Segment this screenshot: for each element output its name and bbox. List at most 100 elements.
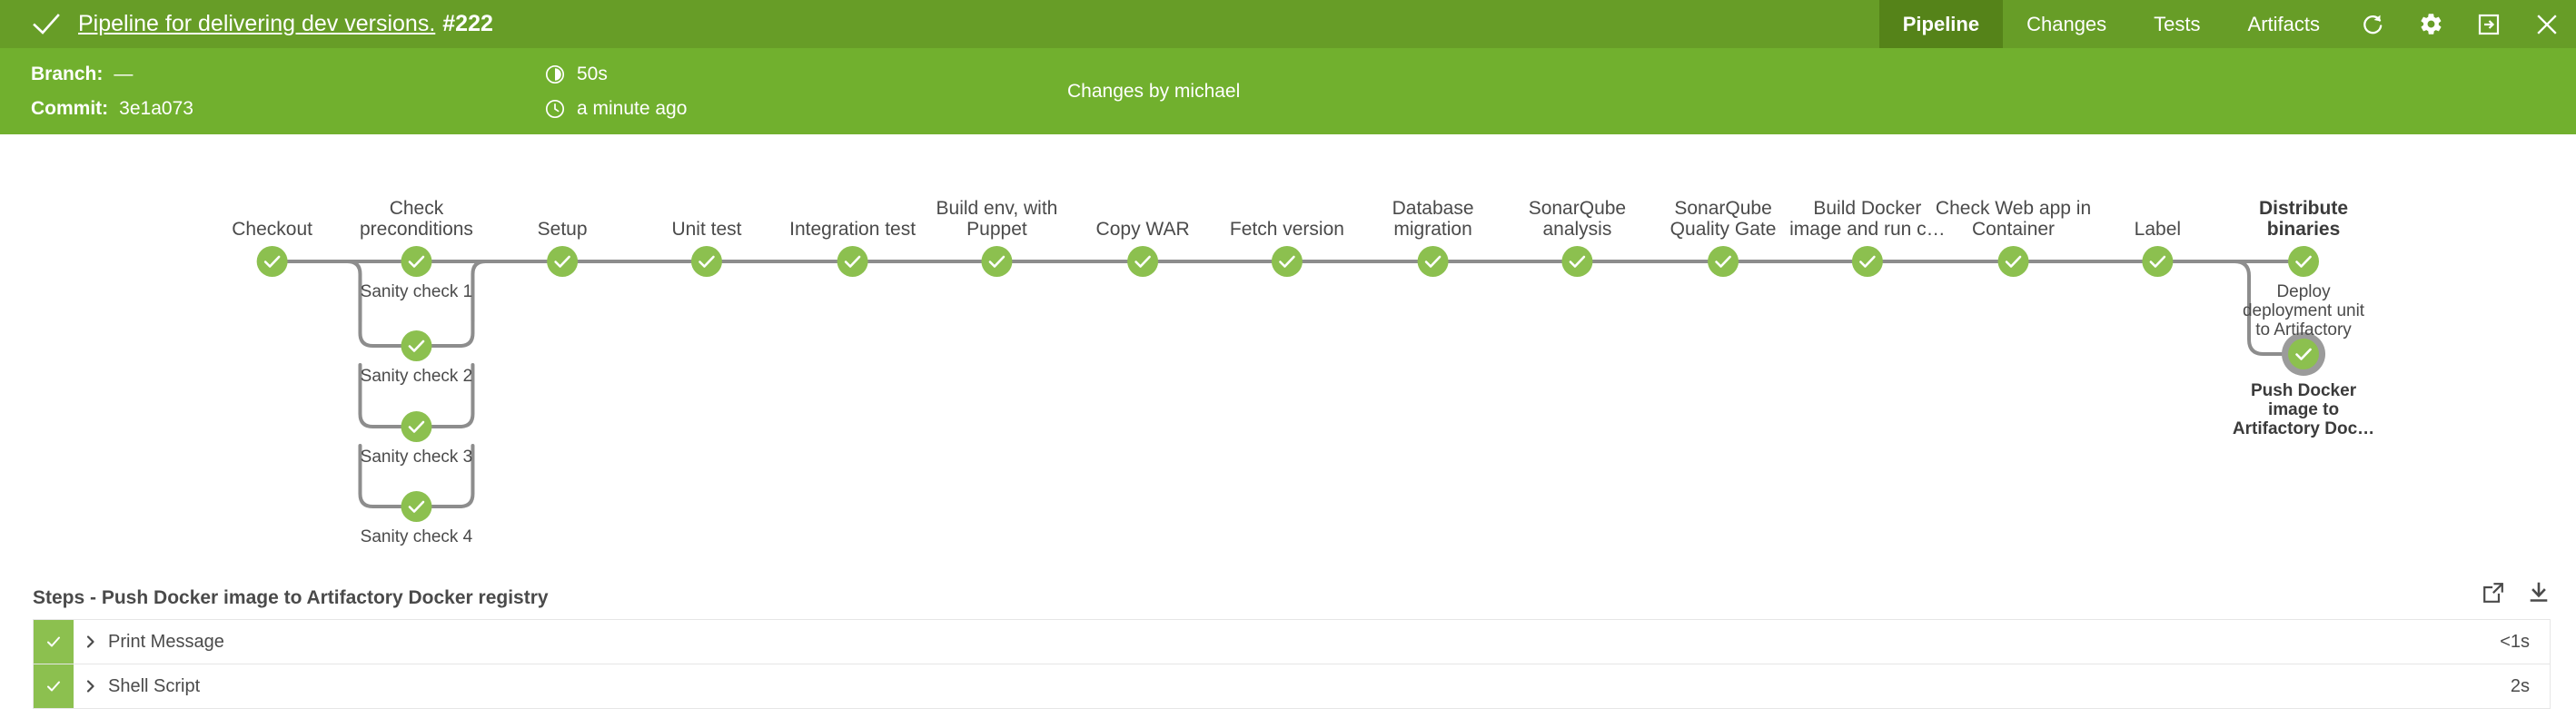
step-duration: <1s — [2500, 631, 2530, 652]
commit-value[interactable]: 3e1a073 — [119, 98, 193, 119]
branch-node-sanity-3[interactable] — [401, 411, 432, 442]
meta-duration-row: 50s — [545, 64, 687, 84]
open-external-icon[interactable] — [2482, 581, 2505, 605]
step-row[interactable]: Print Message<1s — [33, 619, 2551, 664]
stage-label-6[interactable]: Copy WAR — [1096, 219, 1190, 240]
branch-label-line: Sanity check 4 — [360, 527, 473, 546]
node-check-icon — [2149, 255, 2166, 268]
step-status-cell — [34, 620, 74, 664]
branch-label-sanity-3[interactable]: Sanity check 3 — [361, 448, 473, 467]
node-check-icon — [698, 255, 715, 268]
timestamp-value: a minute ago — [577, 98, 688, 119]
branch-label-sanity-1[interactable]: Sanity check 1 — [361, 282, 473, 301]
stage-label-line: Distribute — [2259, 198, 2349, 219]
stage-label-line: image and run c… — [1789, 219, 1946, 240]
stage-label-3[interactable]: Unit test — [671, 219, 741, 240]
stage-label-7[interactable]: Fetch version — [1230, 219, 1344, 240]
steps-header-title: Steps - Push Docker image to Artifactory… — [33, 587, 549, 608]
stage-label-4[interactable]: Integration test — [789, 219, 916, 240]
close-button[interactable] — [2518, 0, 2576, 48]
step-expand-chevron[interactable] — [74, 664, 108, 708]
stage-label-line: SonarQube — [1674, 198, 1772, 219]
node-check-icon — [554, 255, 570, 268]
node-check-icon — [408, 255, 425, 268]
stage-node-3[interactable] — [690, 246, 722, 277]
stage-node-1[interactable] — [401, 246, 432, 277]
tab-changes[interactable]: Changes — [2026, 12, 2107, 35]
stage-label-line: Unit test — [671, 219, 742, 240]
meta-commit-row: Commit: 3e1a073 — [31, 99, 193, 119]
stage-label-line: Build env, with — [936, 198, 1058, 219]
stage-node-6[interactable] — [1127, 246, 1159, 277]
stage-node-9[interactable] — [1561, 246, 1593, 277]
stage-label-line: Copy WAR — [1095, 219, 1190, 240]
node-check-icon — [2295, 348, 2312, 360]
run-status-check-icon — [33, 13, 60, 34]
node-check-icon — [2295, 255, 2312, 268]
pipeline-edge — [471, 260, 550, 322]
stage-node-8[interactable] — [1417, 246, 1449, 277]
branch-node-sanity-4[interactable] — [401, 491, 432, 522]
branch-label-line: deployment unit — [2242, 301, 2365, 320]
stage-label-13[interactable]: Label — [2135, 219, 2181, 240]
step-success-check-icon — [47, 636, 60, 647]
steps-section: Steps - Push Docker image to Artifactory… — [0, 561, 2576, 728]
settings-button[interactable] — [2402, 0, 2460, 48]
stage-label-line: Checkout — [232, 219, 312, 240]
stage-label-2[interactable]: Setup — [538, 219, 588, 240]
branch-node-sanity-2[interactable] — [401, 330, 432, 361]
pipeline-edge — [430, 363, 475, 428]
branch-label-sanity-4[interactable]: Sanity check 4 — [361, 527, 473, 546]
tab-pipeline[interactable]: Pipeline — [1878, 0, 2004, 48]
pipeline-title-link[interactable]: Pipeline for delivering dev versions. — [78, 11, 436, 36]
stage-node-12[interactable] — [1997, 246, 2029, 277]
stage-node-7[interactable] — [1271, 246, 1303, 277]
stage-node-0[interactable] — [256, 246, 288, 277]
branch-label: Branch: — [31, 64, 104, 84]
stage-node-11[interactable] — [1851, 246, 1883, 277]
stage-label-line: Database — [1392, 198, 1474, 219]
stage-node-13[interactable] — [2142, 246, 2174, 277]
meta-branch-row: Branch: — — [31, 64, 193, 84]
node-check-icon — [263, 255, 281, 268]
open-classic-button[interactable] — [2460, 0, 2518, 48]
gear-icon — [2420, 14, 2441, 34]
stage-label-0[interactable]: Checkout — [232, 219, 312, 240]
stage-node-14[interactable] — [2288, 246, 2320, 277]
pipeline-edges — [285, 260, 2291, 508]
branch-node-push-docker[interactable] — [2288, 339, 2320, 369]
branch-label-sanity-2[interactable]: Sanity check 2 — [361, 367, 473, 386]
step-expand-chevron[interactable] — [74, 620, 108, 664]
node-check-icon — [1279, 255, 1295, 268]
stage-label-line: Fetch version — [1229, 219, 1344, 240]
stage-node-10[interactable] — [1708, 246, 1739, 277]
pipeline-edge — [430, 279, 475, 348]
rerun-button[interactable] — [2343, 0, 2402, 48]
stage-label-line: Build Docker — [1813, 198, 1922, 219]
node-check-icon — [408, 500, 425, 513]
tab-tests[interactable]: Tests — [2154, 12, 2201, 35]
rerun-icon — [2363, 15, 2383, 34]
stage-node-5[interactable] — [981, 246, 1013, 277]
stage-label-line: Integration test — [789, 219, 916, 240]
stage-node-2[interactable] — [547, 246, 579, 277]
chevron-right-icon — [86, 635, 94, 648]
download-icon[interactable] — [2527, 581, 2551, 605]
stage-label-line: Puppet — [966, 219, 1027, 240]
stage-node-4[interactable] — [837, 246, 868, 277]
branch-label-line: image to — [2267, 400, 2340, 419]
meta-branch-commit-group: Branch: — Commit: 3e1a073 — [31, 48, 193, 134]
tab-artifacts[interactable]: Artifacts — [2247, 12, 2320, 35]
